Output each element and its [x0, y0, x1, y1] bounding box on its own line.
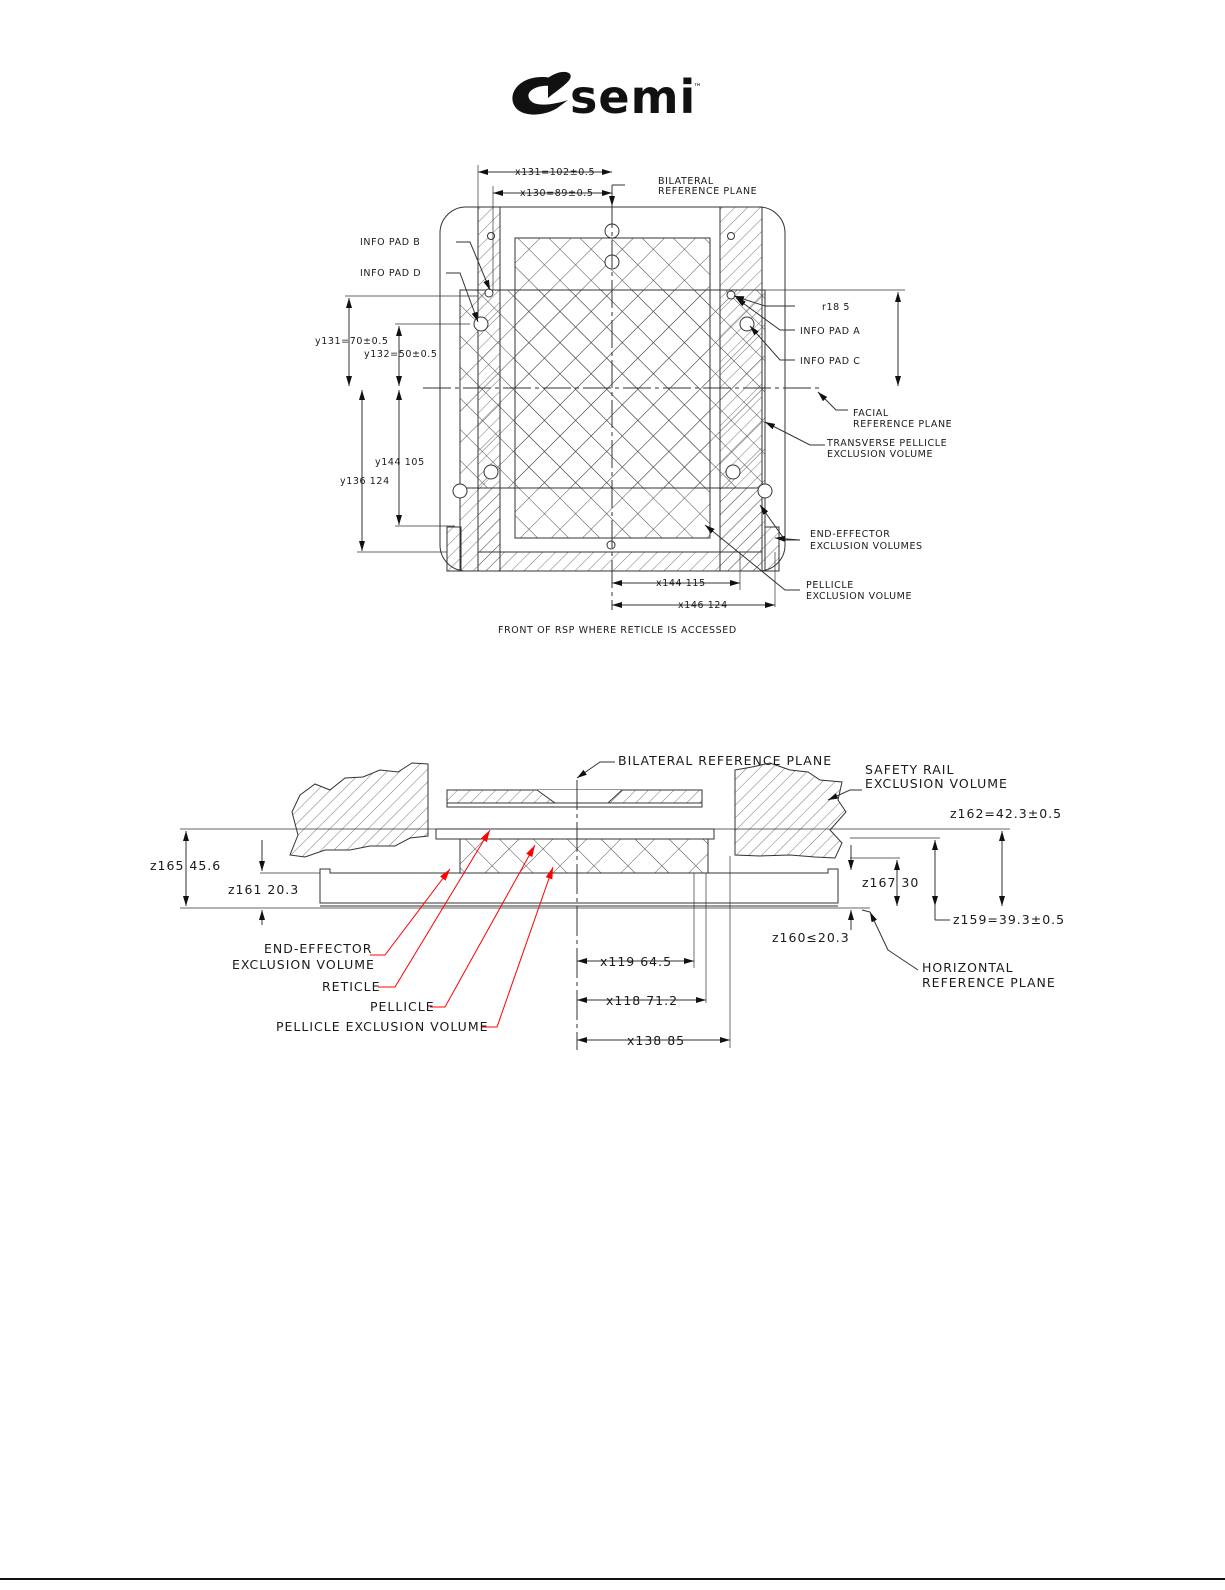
bottom-hatched-rail [477, 551, 763, 572]
dim-y136: y136 124 [340, 476, 390, 487]
dim-x138: x138 85 [627, 1033, 685, 1048]
label-safety-rail-2: EXCLUSION VOLUME [865, 776, 1008, 791]
dim-y144: y144 105 [375, 457, 425, 468]
side-view-labels: BILATERAL REFERENCE PLANE SAFETY RAIL EX… [150, 753, 1065, 1048]
label-end-effector-2: EXCLUSION VOLUMES [810, 541, 923, 552]
label-info-pad-b: INFO PAD B [360, 237, 420, 248]
label-pellicle: PELLICLE [370, 999, 435, 1014]
semi-logo-text: semi [570, 70, 696, 124]
dim-z159: z159=39.3±0.5 [953, 912, 1065, 927]
label-info-pad-a: INFO PAD A [800, 326, 860, 337]
leader-end-effector [370, 868, 451, 956]
label-end-effector-1: END-EFFECTOR [810, 529, 891, 540]
side-view-drawing [180, 761, 1010, 1050]
label-pellicle-exclusion: PELLICLE EXCLUSION VOLUME [276, 1019, 489, 1034]
dim-z165: z165 45.6 [150, 858, 221, 873]
dim-z167: z167 30 [862, 875, 919, 890]
semi-logo: semi ™ [512, 70, 702, 124]
reticle-plate [435, 828, 715, 840]
dim-x130: x130=89±0.5 [520, 188, 593, 199]
dim-x146: x146 124 [678, 600, 728, 611]
leader-pellicle-exclusion [482, 866, 554, 1028]
label-horizontal-1: HORIZONTAL [922, 960, 1014, 975]
label-end-effector-2-side: EXCLUSION VOLUME [232, 957, 375, 972]
label-horizontal-2: REFERENCE PLANE [922, 975, 1056, 990]
red-leaders [370, 829, 554, 1028]
label-facial-1: FACIAL [853, 408, 889, 419]
label-safety-rail-1: SAFETY RAIL [865, 762, 954, 777]
label-pellicle-1: PELLICLE [806, 580, 854, 591]
dim-x118: x118 71.2 [606, 993, 678, 1008]
dim-y131: y131=70±0.5 [315, 336, 388, 347]
label-pellicle-2: EXCLUSION VOLUME [806, 591, 912, 602]
right-safety-rail [734, 762, 847, 859]
label-facial-2: REFERENCE PLANE [853, 419, 952, 430]
dim-y132: y132=50±0.5 [364, 349, 437, 360]
label-transverse-2: EXCLUSION VOLUME [827, 449, 933, 460]
dim-z161: z161 20.3 [228, 882, 299, 897]
info-pad-a-circle [726, 290, 736, 300]
label-reticle: RETICLE [322, 979, 381, 994]
base-plate [319, 838, 839, 904]
label-bilateral-2: REFERENCE PLANE [658, 186, 757, 197]
leader-pellicle [430, 844, 536, 1008]
right-lower-hatch [719, 487, 766, 572]
top-view-drawing [345, 165, 905, 610]
dim-z160: z160≤20.3 [772, 930, 850, 945]
left-lower-hatch [459, 487, 501, 572]
label-info-pad-d: INFO PAD D [360, 268, 421, 279]
dim-x144: x144 115 [656, 578, 706, 589]
left-safety-rail [289, 762, 429, 858]
leader-reticle [378, 829, 491, 988]
info-pad-d-circle [473, 316, 489, 332]
info-pad-b-circle [484, 288, 494, 298]
label-end-effector-1-side: END-EFFECTOR [264, 941, 372, 956]
label-info-pad-c: INFO PAD C [800, 356, 860, 367]
label-bilateral-1: BILATERAL [658, 176, 714, 187]
label-transverse-1: TRANSVERSE PELLICLE [826, 438, 947, 449]
caption-front-of-rsp: FRONT OF RSP WHERE RETICLE IS ACCESSED [498, 625, 737, 636]
label-bilateral-plane: BILATERAL REFERENCE PLANE [618, 753, 832, 768]
dim-x131: x131=102±0.5 [515, 167, 595, 178]
pellicle-exclusion-side [459, 838, 709, 874]
dim-x119: x119 64.5 [600, 954, 672, 969]
dim-z162: z162=42.3±0.5 [950, 806, 1062, 821]
top-view-labels: x131=102±0.5 x130=89±0.5 BILATERAL REFER… [315, 167, 952, 636]
semi-logo-mark [512, 71, 571, 115]
label-r18: r18 5 [822, 302, 850, 313]
trademark-symbol: ™ [693, 83, 702, 93]
